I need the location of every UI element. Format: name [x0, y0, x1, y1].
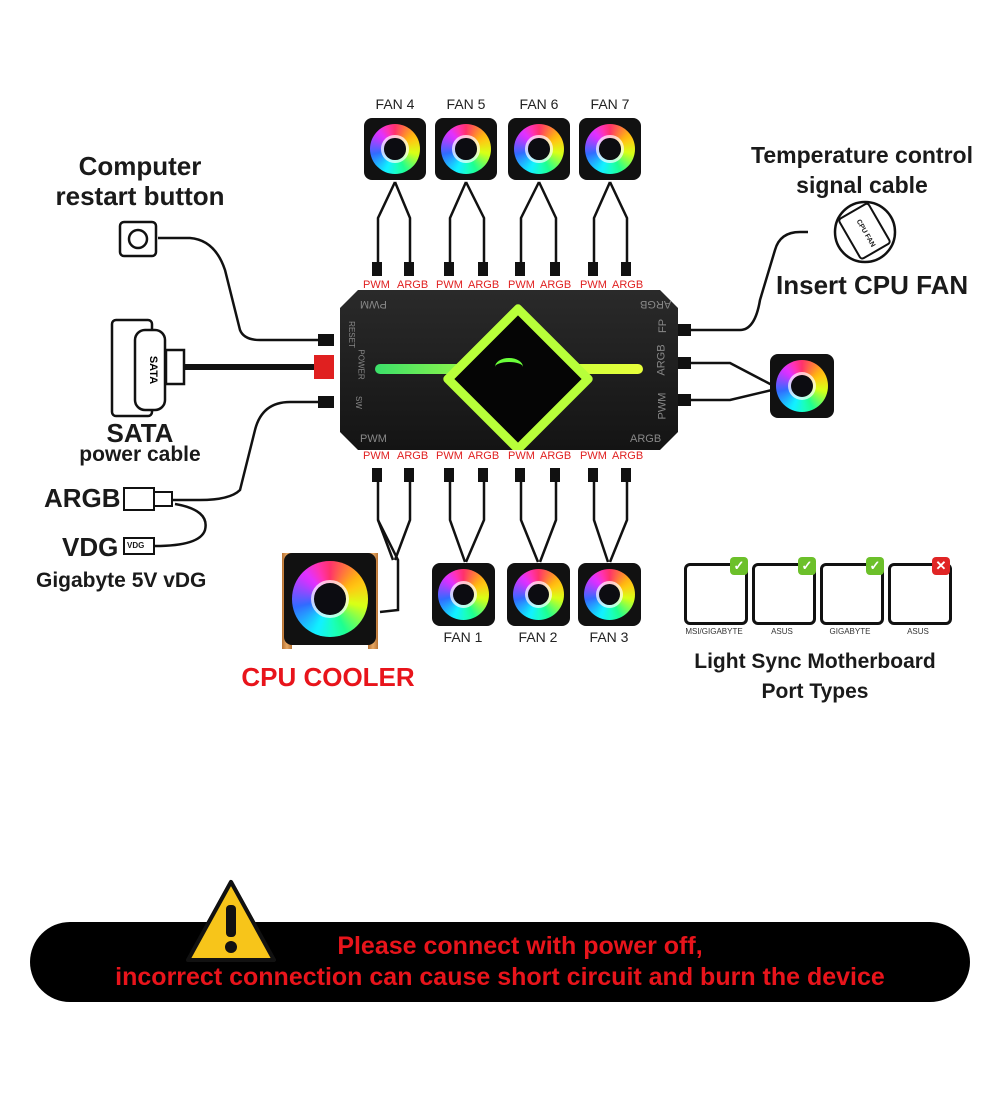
- temp-cable-label: Temperature control signal cable: [737, 140, 987, 200]
- hub-sw-label: SW: [353, 396, 363, 409]
- warning-line1: Please connect with power off,: [337, 932, 703, 960]
- port-label: ARGB: [468, 450, 500, 462]
- hub-port-label: PWM: [360, 433, 387, 445]
- fan-5-label: FAN 5: [446, 96, 486, 112]
- sata-label: SATA: [106, 418, 174, 448]
- check-icon: ✓: [866, 557, 884, 575]
- restart-line2: restart button: [55, 181, 225, 211]
- port-type-msi-gigabyte: [684, 563, 748, 625]
- argb-plug-icon: [123, 487, 155, 511]
- cpu-cooler-label: CPU COOLER: [241, 662, 415, 692]
- cpu-fan-icon: [770, 354, 834, 418]
- light-sync-line2: Port Types: [761, 680, 869, 703]
- port-label: ARGB: [397, 450, 429, 462]
- cpu-fan-plug-icon: [833, 200, 897, 264]
- vdg-plug-label: VDG: [127, 541, 145, 550]
- port-label: ARGB: [612, 450, 644, 462]
- svg-text:SATA: SATA: [147, 356, 159, 384]
- port-label: PWM: [363, 279, 390, 291]
- fan-2-icon: [507, 563, 570, 626]
- warning-line2: incorrect connection can cause short cir…: [115, 963, 885, 991]
- warning-icon: [186, 880, 276, 962]
- vdg-label: VDG: [62, 532, 119, 562]
- hub-port-label: ARGB: [630, 433, 662, 445]
- cpu-cooler-icon: [284, 553, 376, 645]
- check-icon: ✓: [730, 557, 748, 575]
- hub-power-label: POWER: [356, 349, 366, 380]
- hub-port-label: PWM: [360, 298, 387, 310]
- hub-reset-label: RESET: [346, 321, 356, 348]
- cross-icon: ✕: [932, 557, 950, 575]
- port-label: PWM: [508, 279, 535, 291]
- port-label: PWM: [436, 450, 463, 462]
- port-label: PWM: [580, 450, 607, 462]
- port-label: ARGB: [612, 279, 644, 291]
- light-sync-title: Light Sync Motherboard Port Types: [665, 647, 965, 707]
- hub-argb-label: ARGB: [655, 344, 668, 376]
- check-icon: ✓: [798, 557, 816, 575]
- argb-label: ARGB: [44, 483, 121, 513]
- port-label: ARGB: [468, 279, 500, 291]
- fan-1-icon: [432, 563, 495, 626]
- port-label: PWM: [508, 450, 535, 462]
- restart-button-label: Computer restart button: [40, 151, 240, 211]
- hub-diamond: [441, 302, 595, 450]
- fan-2-label: FAN 2: [518, 629, 558, 645]
- fan-6-label: FAN 6: [519, 96, 559, 112]
- logo-icon: [495, 358, 523, 376]
- light-sync-line1: Light Sync Motherboard: [694, 650, 936, 673]
- port-type-label: ASUS: [771, 627, 793, 636]
- port-label: PWM: [580, 279, 607, 291]
- port-label: ARGB: [540, 279, 572, 291]
- insert-cpu-fan-label: Insert CPU FAN: [776, 270, 969, 300]
- fan-6-icon: [508, 118, 570, 180]
- fan-1-label: FAN 1: [443, 629, 483, 645]
- fan-4-icon: [364, 118, 426, 180]
- vdg-plug-icon: [123, 537, 155, 555]
- fan-3-label: FAN 3: [589, 629, 629, 645]
- temp-line2: signal cable: [796, 172, 928, 198]
- fan-5-icon: [435, 118, 497, 180]
- port-label: PWM: [436, 279, 463, 291]
- temp-line1: Temperature control: [751, 142, 973, 168]
- restart-button-icon: [118, 220, 158, 258]
- fan-7-icon: [579, 118, 641, 180]
- hub-fp-label: FP: [657, 318, 670, 334]
- fan-7-label: FAN 7: [590, 96, 630, 112]
- fan-hub: PWM ARGB PWM ARGB RESET POWER SW FP ARGB…: [340, 290, 678, 450]
- port-label: ARGB: [540, 450, 572, 462]
- port-label: ARGB: [397, 279, 429, 291]
- warning-banner: [30, 922, 970, 1002]
- sata-sub-label: power cable: [79, 443, 201, 466]
- hub-pwm-label: PWM: [656, 392, 669, 420]
- restart-line1: Computer: [78, 151, 202, 181]
- port-type-label: MSI/GIGABYTE: [685, 627, 743, 636]
- port-label: PWM: [363, 450, 390, 462]
- fan-3-icon: [578, 563, 641, 626]
- port-type-label: ASUS: [907, 627, 929, 636]
- port-type-label: GIGABYTE: [829, 627, 871, 636]
- gigabyte-vdg-label: Gigabyte 5V vDG: [36, 569, 207, 592]
- hub-port-label: ARGB: [640, 298, 672, 310]
- sata-connector-icon: [110, 318, 186, 418]
- fan-4-label: FAN 4: [375, 96, 415, 112]
